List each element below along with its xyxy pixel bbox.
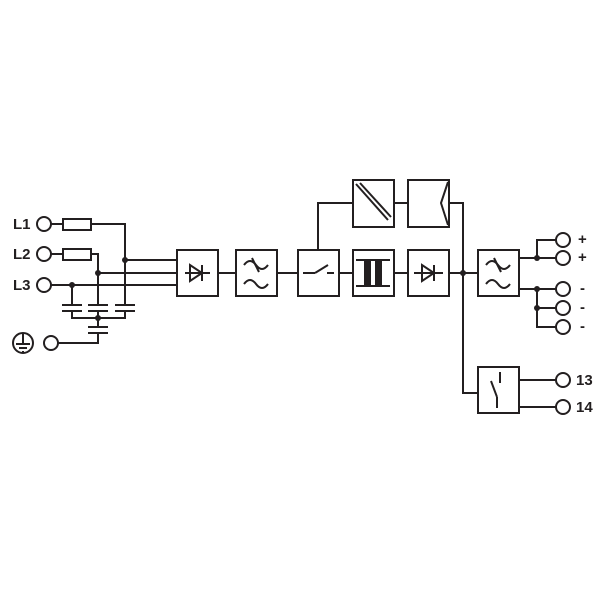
input-wiring (51, 223, 177, 344)
fuse-l2 (62, 248, 92, 261)
terminal-13 (555, 372, 571, 388)
diode-block (407, 249, 450, 297)
output-filter-block (477, 249, 520, 297)
label-13: 13 (576, 372, 593, 389)
relay-block (477, 366, 520, 414)
ground-icon (12, 332, 34, 354)
rectifier-block (176, 249, 219, 297)
junction-dots (69, 255, 540, 321)
terminal-l3 (36, 277, 52, 293)
label-l3: L3 (13, 277, 31, 294)
label-l1: L1 (13, 216, 31, 233)
output-wiring (519, 239, 556, 408)
label-minus-1: - (580, 280, 585, 297)
terminal-minus-2 (555, 300, 571, 316)
terminal-minus-3 (555, 319, 571, 335)
terminal-pe (43, 335, 59, 351)
label-plus-1: + (578, 231, 587, 248)
fuse-l1 (62, 218, 92, 231)
label-14: 14 (576, 399, 593, 416)
label-minus-2: - (580, 299, 585, 316)
label-plus-2: + (578, 249, 587, 266)
terminal-minus-1 (555, 281, 571, 297)
filter-block (235, 249, 278, 297)
terminal-l1 (36, 216, 52, 232)
switching-block (297, 249, 340, 297)
terminal-plus-1 (555, 232, 571, 248)
label-l2: L2 (13, 246, 31, 263)
control-block (407, 179, 450, 228)
transformer-block (352, 249, 395, 297)
terminal-l2 (36, 246, 52, 262)
terminal-14 (555, 399, 571, 415)
dc-dc-converter-block (352, 179, 395, 228)
terminal-plus-2 (555, 250, 571, 266)
label-minus-3: - (580, 318, 585, 335)
